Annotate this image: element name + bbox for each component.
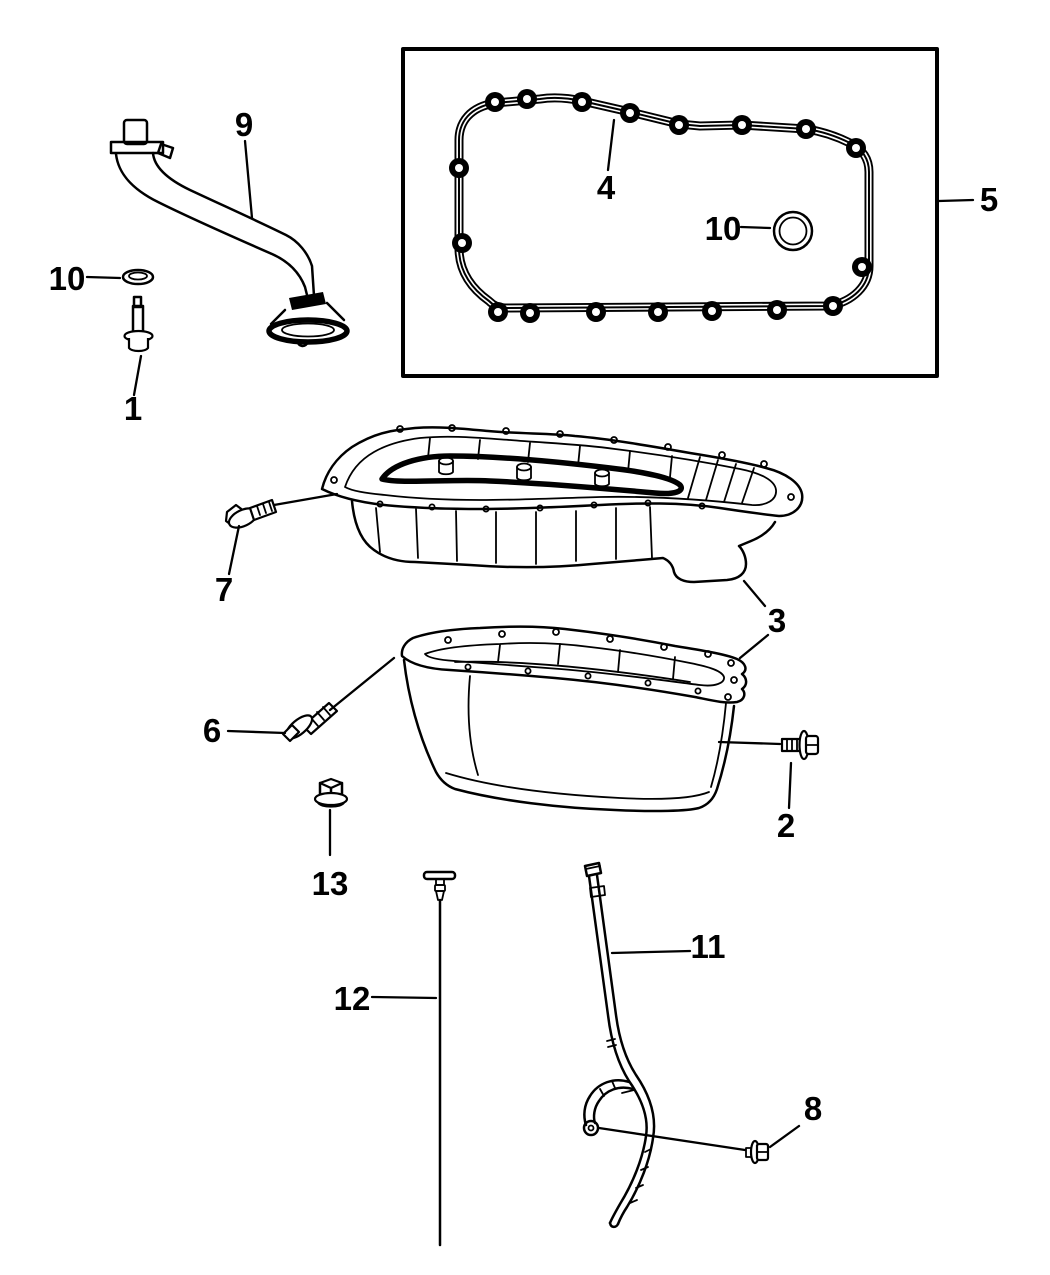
- leader-11: [610, 949, 692, 955]
- leader-8: [768, 1124, 801, 1149]
- sealing-washer: [121, 268, 155, 286]
- callout-labels: 9 10 1 4 10 5 7 3 6 2 13 12 11 8: [49, 106, 999, 1127]
- tube-bracket: [582, 1079, 635, 1137]
- inset-frame: [401, 47, 939, 378]
- lower-pan-rim-holes: [444, 628, 738, 701]
- leader-8-to-bracket: [597, 1126, 747, 1152]
- callout-5: 5: [980, 181, 998, 218]
- leader-2-to-pan: [717, 740, 782, 746]
- leader-10-left: [85, 275, 122, 280]
- pickup-tube-bolt: [123, 295, 154, 353]
- callout-4: 4: [597, 169, 616, 206]
- upper-oil-pan: [320, 424, 804, 584]
- lower-pan-stud: [281, 701, 339, 743]
- callout-2: 2: [777, 807, 795, 844]
- leader-10-right: [739, 225, 772, 230]
- callout-12: 12: [334, 980, 371, 1017]
- leader-1: [132, 354, 143, 397]
- callout-10-right: 10: [705, 210, 742, 247]
- leader-5: [937, 198, 975, 203]
- oil-pickup-tube: [109, 118, 350, 348]
- lower-oil-pan: [400, 625, 748, 813]
- callout-11: 11: [691, 928, 726, 965]
- leader-3-lower: [738, 633, 770, 660]
- leader-12: [370, 995, 438, 1000]
- gasket-bolt-holes: [449, 89, 872, 323]
- callout-7: 7: [215, 571, 233, 608]
- bolt-bosses: [438, 456, 610, 488]
- leader-9: [243, 139, 254, 220]
- hex-flange-plug: [313, 777, 349, 808]
- upper-pan-bolt: [224, 498, 278, 529]
- dipstick-tube: [582, 861, 656, 1229]
- callout-10-left: 10: [49, 260, 86, 297]
- leader-6-to-pan: [328, 656, 396, 712]
- leader-lines: [85, 118, 975, 1152]
- upper-pan-flange-holes: [330, 424, 795, 513]
- callout-1: 1: [124, 390, 142, 427]
- callout-9: 9: [235, 106, 253, 143]
- callout-13: 13: [312, 865, 349, 902]
- leader-2: [787, 761, 793, 810]
- oil-pan-gasket: [449, 89, 872, 323]
- leader-6: [226, 729, 287, 735]
- callout-6: 6: [203, 712, 221, 749]
- leader-4: [606, 118, 616, 172]
- leader-3-upper: [742, 579, 767, 608]
- leader-7: [227, 524, 241, 576]
- drain-plug-bolt: [780, 729, 820, 761]
- oring-seal: [772, 210, 814, 252]
- leader-7-to-pan: [272, 492, 339, 507]
- callout-3: 3: [768, 602, 786, 639]
- callout-8: 8: [804, 1090, 822, 1127]
- oil-dipstick: [422, 870, 457, 1247]
- tube-mounting-bolt: [745, 1139, 770, 1165]
